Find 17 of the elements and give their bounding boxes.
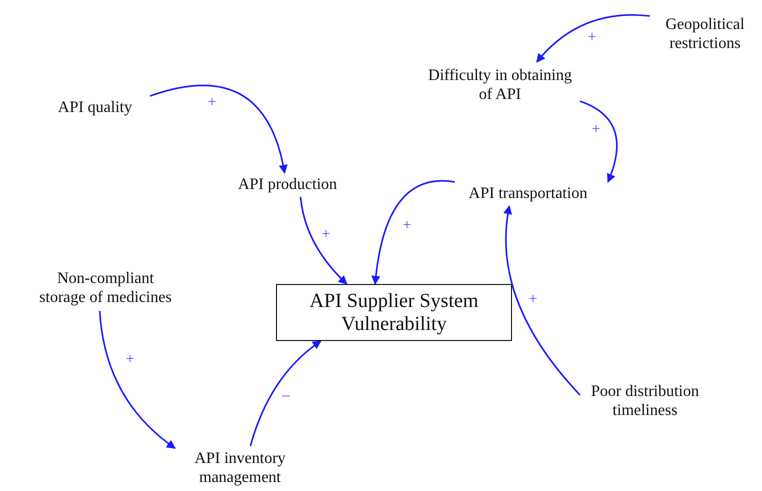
causal-arrow [250, 340, 322, 446]
variable-label: Geopolitical restrictions [650, 10, 760, 58]
causal-arrow [98, 310, 176, 449]
causal-arrow [580, 100, 618, 183]
causal-arrow [150, 84, 288, 174]
variable-label: Non-compliant storage of medicines [33, 265, 178, 311]
variable-label: Poor distribution timeliness [580, 378, 710, 424]
variable-label: API production [215, 173, 360, 197]
causal-arrow [536, 14, 650, 63]
variable-label: API inventory management [175, 446, 305, 490]
outcome-box: API Supplier System Vulnerability [276, 284, 512, 341]
causal-arrow [372, 180, 455, 285]
variable-label: API transportation [443, 182, 613, 206]
causal-arrow [300, 196, 348, 285]
variable-label: API quality [40, 96, 150, 120]
causal-arrow [504, 205, 581, 396]
variable-label: Difficulty in obtaining of API [420, 62, 580, 108]
